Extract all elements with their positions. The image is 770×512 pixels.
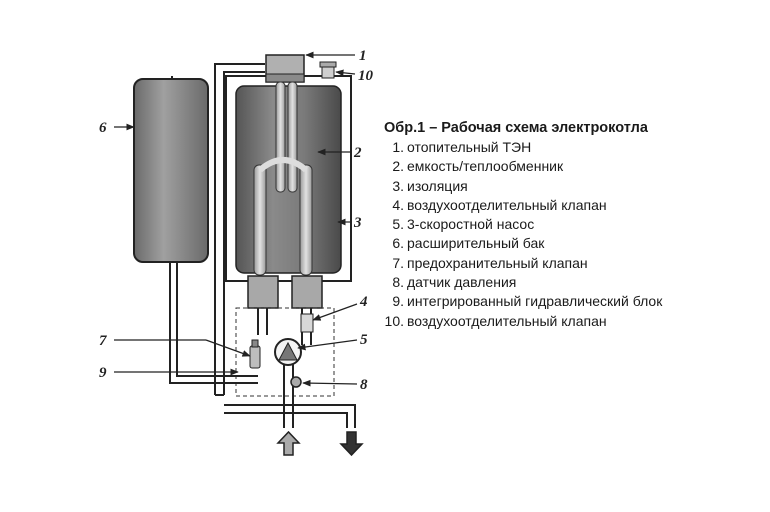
air-vent-block: [300, 313, 314, 333]
legend-item-number: 1.: [392, 139, 404, 155]
legend-item-text: изоляция: [407, 177, 468, 194]
leader-lines: [114, 51, 358, 387]
callout-1: 1: [359, 48, 367, 64]
callout-2: 2: [353, 145, 362, 161]
legend-item-text: 3-скоростной насос: [407, 216, 535, 233]
outlet-arrow: [339, 431, 364, 457]
callout-10: 10: [358, 68, 374, 84]
legend: Обр.1 – Рабочая схема электрокотла 1.ото…: [384, 120, 662, 331]
legend-item-text: воздухоотделительный клапан: [407, 312, 607, 329]
legend-item: 8.датчик давления: [384, 273, 662, 292]
heating-element: [253, 54, 313, 276]
air-vent-top: [319, 61, 337, 79]
return-pipe: [214, 63, 265, 396]
legend-item-number: 2.: [392, 158, 404, 175]
safety-valve: [249, 339, 261, 369]
circulation-pump: [274, 338, 302, 366]
callout-4: 4: [359, 294, 368, 310]
legend-item: 1.отопительный ТЭН: [384, 138, 662, 157]
inlet-arrow: [276, 430, 301, 456]
legend-item-text: интегрированный гидравлический блок: [407, 293, 663, 310]
legend-item: 6.расширительный бак: [384, 234, 662, 253]
legend-item-number: 7.: [392, 254, 404, 271]
block-pipes: [169, 308, 356, 428]
legend-item: 4.воздухоотделительный клапан: [384, 196, 662, 215]
legend-item-text: предохранительный клапан: [407, 254, 588, 271]
legend-item-text: расширительный бак: [407, 235, 545, 252]
legend-item-number: 10.: [384, 312, 404, 329]
callout-5: 5: [360, 332, 368, 348]
legend-item: 9.интегрированный гидравлический блок: [384, 292, 662, 311]
legend-list: 1.отопительный ТЭН 2.емкость/теплообменн…: [384, 138, 663, 331]
callout-9: 9: [99, 365, 107, 381]
legend-item-number: 5.: [392, 216, 404, 233]
legend-item: 2.емкость/теплообменник: [384, 157, 662, 176]
legend-item-number: 9.: [392, 293, 404, 310]
legend-item: 7.предохранительный клапан: [384, 254, 662, 273]
callout-6: 6: [99, 120, 107, 136]
legend-item: 5.3-скоростной насос: [384, 215, 662, 234]
pressure-sensor: [290, 376, 302, 388]
legend-item-number: 4.: [392, 196, 404, 213]
bottom-outlets: [247, 275, 323, 309]
legend-title: Обр.1 – Рабочая схема электрокотла: [384, 120, 648, 136]
legend-item: 3.изоляция: [384, 177, 662, 196]
legend-item-text: емкость/теплообменник: [407, 158, 564, 175]
legend-item: 10.воздухоотделительный клапан: [384, 312, 662, 331]
legend-item-text: отопительный ТЭН: [407, 139, 532, 155]
callout-7: 7: [99, 333, 107, 349]
callout-3: 3: [353, 215, 362, 231]
callout-8: 8: [360, 377, 368, 393]
legend-item-number: 3.: [392, 177, 404, 194]
expansion-tank: [133, 76, 209, 373]
legend-item-number: 6.: [392, 235, 404, 252]
legend-item-text: воздухоотделительный клапан: [407, 196, 607, 213]
legend-item-number: 8.: [392, 274, 404, 291]
legend-item-text: датчик давления: [407, 274, 517, 291]
